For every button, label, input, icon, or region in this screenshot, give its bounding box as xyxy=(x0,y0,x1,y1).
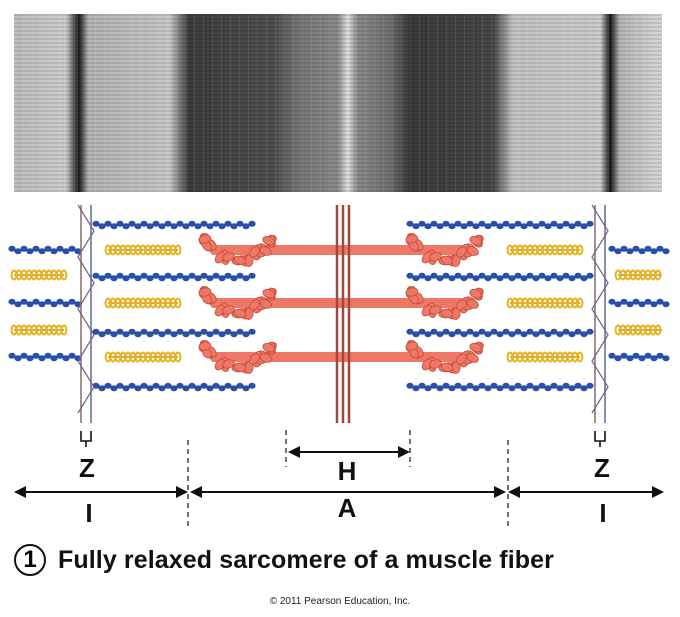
caption: 1 Fully relaxed sarcomere of a muscle fi… xyxy=(14,540,554,580)
myosin-thick-filament-0 xyxy=(198,233,484,267)
caption-text: Fully relaxed sarcomere of a muscle fibe… xyxy=(58,545,554,574)
i-band-arrow-left xyxy=(14,486,188,498)
actin-edge-right-0 xyxy=(608,245,670,255)
titin-right-1 xyxy=(506,297,584,309)
i-band-label-left: I xyxy=(85,498,93,528)
actin-edge-left-1 xyxy=(8,298,82,308)
h-zone-label: H xyxy=(337,456,357,486)
actin-filaments xyxy=(8,220,670,392)
a-band-label: A xyxy=(337,493,357,523)
myosin-thick-filament-1 xyxy=(198,286,484,320)
titin-left-2 xyxy=(104,351,182,363)
z-bracket-left xyxy=(80,431,92,447)
myosin-thick-filament-2 xyxy=(198,340,484,374)
copyright-notice: © 2011 Pearson Education, Inc. xyxy=(269,596,411,607)
z-discs xyxy=(77,204,609,423)
actin-edge-left-2 xyxy=(8,352,82,362)
actin-edge-left-0 xyxy=(8,245,82,255)
actin-filament-left-3 xyxy=(92,382,256,392)
step-number-badge: 1 xyxy=(14,544,46,576)
z-disc-right xyxy=(591,204,609,423)
titin-left-0 xyxy=(104,244,182,256)
i-band-label-right: I xyxy=(599,498,607,528)
electron-micrograph xyxy=(14,14,662,192)
actin-filament-left-0 xyxy=(92,220,256,230)
actin-filament-right-2 xyxy=(406,328,594,338)
actin-filament-right-3 xyxy=(406,382,594,392)
titin-edge-right-1 xyxy=(614,324,662,336)
titin-edge-left-1 xyxy=(10,324,68,336)
titin-right-2 xyxy=(506,351,584,363)
sarcomere-diagram xyxy=(8,204,670,530)
titin-springs xyxy=(10,244,662,363)
titin-left-1 xyxy=(104,297,182,309)
myosin-filaments xyxy=(198,233,484,374)
actin-filament-right-0 xyxy=(406,220,594,230)
titin-edge-left-0 xyxy=(10,269,68,281)
band-arrows xyxy=(14,430,664,530)
z-label-right: Z xyxy=(594,453,610,483)
actin-edge-right-1 xyxy=(608,298,670,308)
h-zone-arrow xyxy=(288,446,410,458)
z-bracket-right xyxy=(594,431,606,447)
titin-right-0 xyxy=(506,244,584,256)
actin-filament-left-1 xyxy=(92,272,256,282)
a-band-arrow xyxy=(190,486,506,498)
actin-edge-right-2 xyxy=(608,352,670,362)
actin-filament-left-2 xyxy=(92,328,256,338)
z-disc-left xyxy=(77,204,95,423)
z-label-left: Z xyxy=(79,453,95,483)
m-line xyxy=(335,205,351,423)
titin-edge-right-0 xyxy=(614,269,662,281)
i-band-arrow-right xyxy=(508,486,664,498)
actin-filament-right-1 xyxy=(406,272,594,282)
